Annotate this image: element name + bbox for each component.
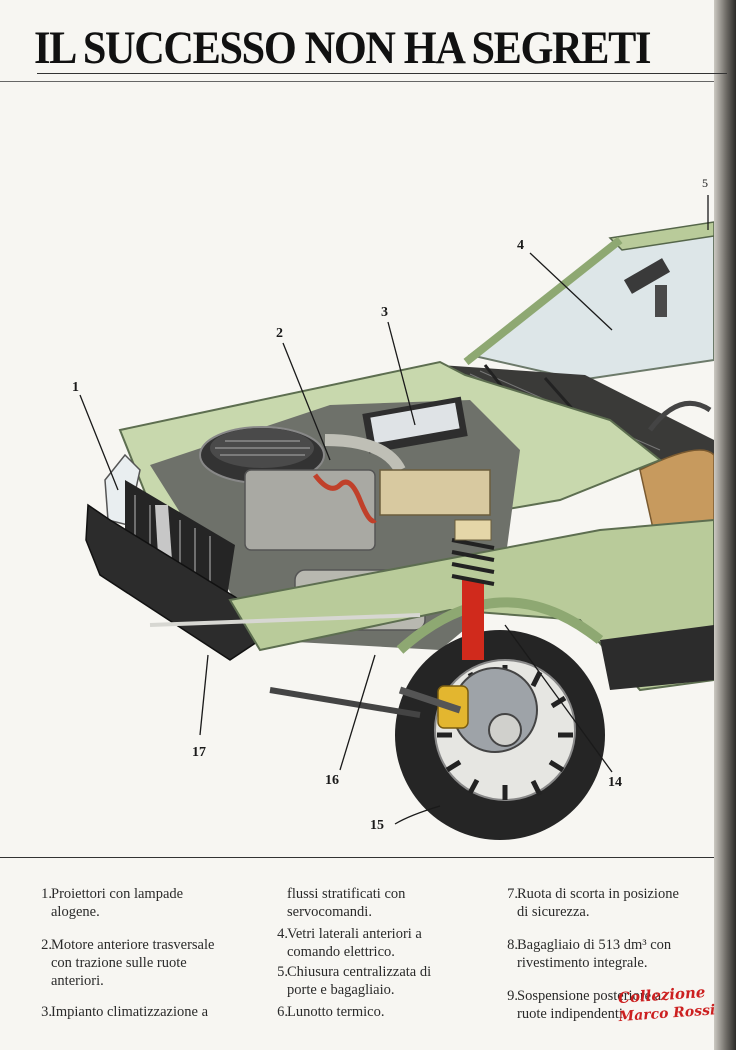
caption-text: Impianto climatizzazione a	[51, 1004, 209, 1020]
steering-wheel	[648, 400, 712, 432]
strut-top	[454, 519, 492, 541]
callout-14: 14	[608, 775, 622, 790]
callout-16: 16	[325, 773, 339, 788]
rear-view-mirror	[623, 258, 671, 294]
caption-number: 2.	[41, 937, 52, 953]
caption-text: Vetri laterali anteriori a comando elett…	[287, 926, 422, 960]
caption-text: Ruota di scorta in posizione di sicurezz…	[517, 886, 679, 920]
caption-number: 7.	[507, 886, 518, 902]
caption-number: 4.	[277, 926, 288, 942]
a-pillar	[463, 236, 623, 366]
callout-4: 4	[517, 238, 524, 253]
caption-text: flussi stratificati con servocomandi.	[287, 886, 406, 920]
subframe	[269, 687, 421, 718]
engine-block	[244, 469, 376, 551]
callout-1: 1	[72, 380, 79, 395]
bumper-trim	[149, 613, 421, 627]
caption-number: 1.	[41, 886, 52, 902]
caption-text: Bagagliaio di 513 dm³ con rivestimento i…	[517, 937, 672, 971]
caption-number: 9.	[507, 988, 518, 1004]
windshield	[467, 228, 714, 382]
caption-text: Motore anteriore trasversale con trazion…	[51, 937, 215, 989]
caption-text: Chiusura centralizzata di porte e bagagl…	[287, 964, 432, 998]
caption-rule	[0, 857, 714, 858]
drive-shaft	[398, 686, 462, 714]
callout-17: 17	[192, 745, 206, 760]
callout-15: 15	[370, 818, 384, 833]
cylinder-head	[379, 469, 491, 516]
caption-number: 3.	[41, 1004, 52, 1020]
exhaust-manifold	[313, 473, 377, 524]
wheel-arch	[396, 597, 604, 654]
page-headline: IL SUCCESSO NON HA SEGRETI	[34, 22, 651, 74]
wheel-hub	[488, 713, 522, 747]
mirror-stem	[655, 285, 667, 317]
intake-pipe	[324, 434, 406, 474]
caption-number: 6.	[277, 1004, 288, 1020]
headline-rule	[37, 73, 727, 74]
caption-text: Proiettori con lampade alogene.	[51, 886, 184, 920]
callout-3: 3	[381, 305, 388, 320]
callout-5: 5	[702, 176, 708, 190]
page-edge-shadow	[714, 0, 736, 1050]
caption-text: Sospensione posteriore a ruote indipende…	[517, 988, 662, 1022]
car-cutaway-illustration	[79, 195, 714, 840]
side-skirt	[600, 625, 714, 690]
caption-number: 5.	[277, 964, 288, 980]
caption-column-3: 7. Ruota di scorta in posizione di sicur…	[500, 885, 714, 1035]
suspension-strut	[462, 580, 484, 660]
caption-number: 8.	[507, 937, 518, 953]
fiat-badge	[155, 505, 172, 560]
callout-2: 2	[276, 326, 283, 341]
headline-rule-thin	[0, 81, 714, 82]
caption-text: Lunotto termico.	[287, 1004, 385, 1020]
collection-stamp: Collezione Marco Rossi	[609, 982, 716, 1027]
